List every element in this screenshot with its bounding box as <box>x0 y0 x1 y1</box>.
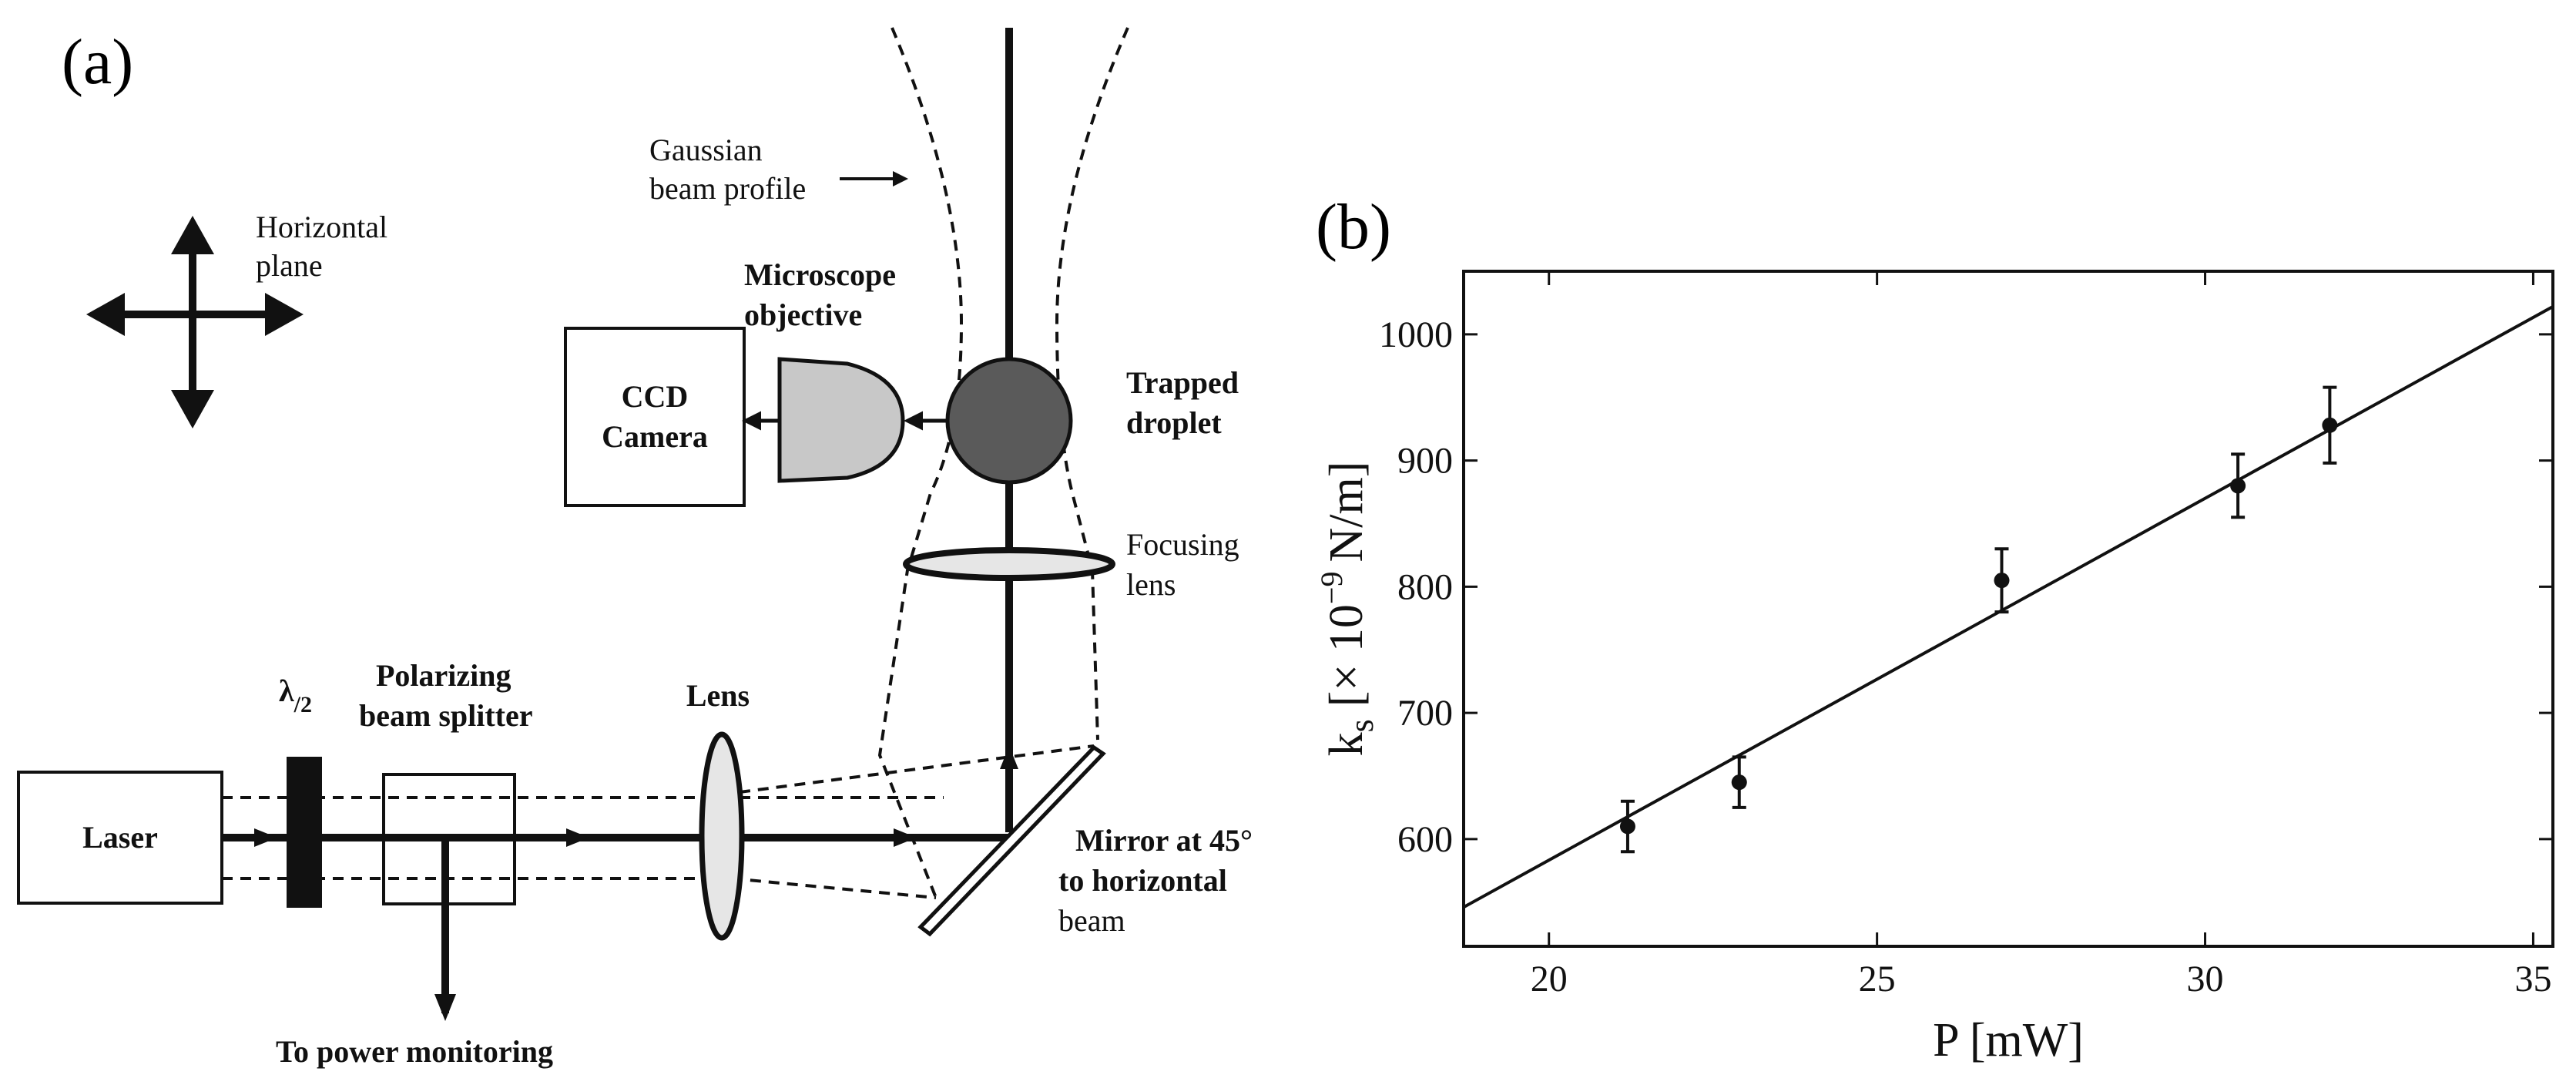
focusing-lens <box>903 547 1115 581</box>
data-point <box>1994 573 2010 589</box>
lambda-subscript: /2 <box>293 692 312 717</box>
ccd-camera-box <box>564 327 746 507</box>
plot-frame <box>1462 270 2554 948</box>
fit-line-layer <box>1463 305 2554 909</box>
gaussian-label-line1: Gaussian <box>649 133 763 167</box>
panel-b-label: (b) <box>1316 191 1391 263</box>
y-axis-title-exp: −9 <box>1314 572 1349 605</box>
lambda-symbol: λ <box>279 674 294 708</box>
laser-box <box>17 771 223 905</box>
mirror-label-line3: beam <box>1058 903 1125 938</box>
power-monitoring-label: To power monitoring <box>276 1034 553 1069</box>
lens-label: Lens <box>686 678 750 713</box>
microscope-objective <box>777 357 905 483</box>
lambda-label: λ/2 <box>279 674 312 717</box>
panel-a-label: (a) <box>62 26 133 98</box>
y-tick-label: 1000 <box>1379 314 1453 355</box>
y-axis-title: ks [× 10−9 N/m] <box>1314 462 1380 757</box>
x-tick-label: 30 <box>2187 959 2224 999</box>
y-tick-label: 700 <box>1397 693 1453 734</box>
mirror-45 <box>917 744 1106 937</box>
ccd-camera-label-line1: CCD <box>622 379 689 414</box>
beam-arrow-icon-1 <box>254 828 277 847</box>
horizontal-plane-cross-icon <box>86 216 304 428</box>
mirror-label-line2: to horizontal <box>1058 863 1227 898</box>
x-tick-label: 25 <box>1859 959 1896 999</box>
y-axis-ticks: 600 700 800 900 1000 <box>1379 314 2553 860</box>
data-point <box>2322 417 2338 433</box>
gaussian-beam-profile <box>222 27 1129 899</box>
y-axis-title-bracket: [× 10 <box>1320 604 1373 707</box>
data-points-layer <box>1619 385 2338 854</box>
upward-beam-arrow-icon <box>1000 746 1018 769</box>
trapped-droplet-label-line2: droplet <box>1126 405 1222 440</box>
half-wave-plate <box>287 757 322 908</box>
data-point <box>1619 818 1635 835</box>
horizontal-plane-label-line1: Horizontal <box>256 210 387 244</box>
trapped-droplet-label-line1: Trapped <box>1126 365 1239 400</box>
focusing-lens-label-line1: Focusing <box>1126 527 1239 562</box>
power-monitoring-arrow-icon <box>434 994 456 1021</box>
panel-a-diagram: (a) Horizontal plane Gaussian beam profi… <box>17 26 1253 1069</box>
lens-element <box>699 731 745 941</box>
data-point <box>2230 478 2246 494</box>
y-tick-label: 900 <box>1397 441 1453 482</box>
gaussian-label-line2: beam profile <box>649 171 806 206</box>
ccd-camera-label-line2: Camera <box>602 419 708 454</box>
focusing-lens-label-line2: lens <box>1126 567 1176 602</box>
pbs-label-line2: beam splitter <box>359 698 533 733</box>
pbs-label-line1: Polarizing <box>376 658 512 693</box>
y-tick-label: 800 <box>1397 566 1453 607</box>
panel-b-chart: (b) 20 25 30 35 600 700 800 900 1000 P [mW] ks [… <box>1314 191 2554 1067</box>
x-axis-title: P [mW] <box>1933 1014 2084 1067</box>
beam-arrow-icon-3 <box>894 828 917 847</box>
trapped-droplet <box>945 357 1073 485</box>
y-axis-title-k: k <box>1320 732 1373 756</box>
beam-arrow-icon-2 <box>566 828 589 847</box>
mirror-label-line1: Mirror at 45° <box>1075 823 1253 858</box>
x-axis-ticks: 20 25 30 35 <box>1531 271 2551 999</box>
horizontal-plane-label-line2: plane <box>256 248 323 283</box>
microscope-objective-label-line1: Microscope <box>744 257 896 292</box>
laser-label: Laser <box>82 820 158 855</box>
data-point <box>1731 774 1747 791</box>
y-tick-label: 600 <box>1397 819 1453 860</box>
linear-fit-line <box>1463 305 2554 909</box>
x-tick-label: 20 <box>1531 959 1568 999</box>
microscope-objective-label-line2: objective <box>744 297 862 332</box>
y-axis-title-sub: s <box>1343 719 1380 732</box>
x-tick-label: 35 <box>2514 959 2551 999</box>
y-axis-title-unit: N/m] <box>1320 462 1373 563</box>
